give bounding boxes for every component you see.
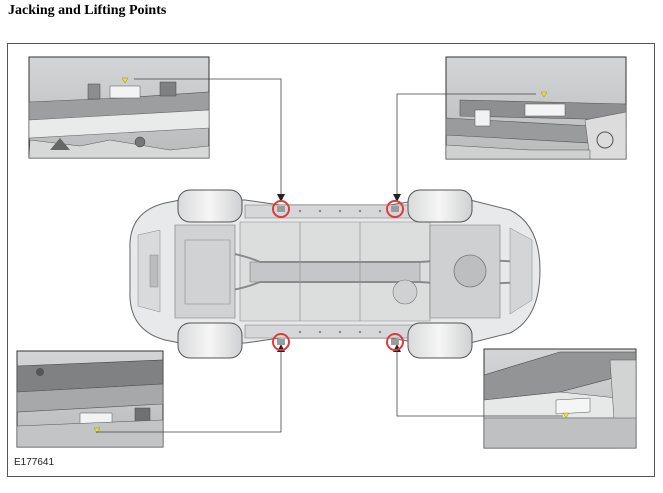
inset-rear-right: [483, 348, 637, 449]
jacking-point-rear-left-icon: [386, 200, 404, 218]
jacking-point-rear-right-icon: [386, 333, 404, 351]
vehicle-underside: [129, 199, 541, 344]
jacking-point-rings: [272, 200, 404, 351]
inset-rear-left: [16, 350, 164, 448]
jacking-point-marker-icon: [121, 77, 129, 84]
tyre-rear-right: [407, 322, 473, 359]
tyre-rear-left: [407, 189, 473, 223]
leader-lines: [96, 78, 563, 433]
page-title: Jacking and Lifting Points: [8, 3, 167, 18]
jacking-point-front-right-icon: [272, 333, 290, 351]
arrow-down-icon: [277, 194, 285, 202]
jacking-point-front-left-icon: [272, 200, 290, 218]
tyres: [177, 189, 473, 359]
inset-front-left: [28, 56, 210, 159]
jacking-point-marker-icon: [540, 91, 548, 98]
inset-front-right: [445, 56, 627, 160]
jacking-point-marker-icon: [93, 427, 101, 434]
tyre-front-right: [177, 322, 243, 359]
arrow-down-icon: [393, 194, 401, 202]
tyre-front-left: [177, 189, 243, 223]
jacking-point-marker-icon: [562, 412, 570, 419]
figure-id: E177641: [14, 457, 55, 468]
